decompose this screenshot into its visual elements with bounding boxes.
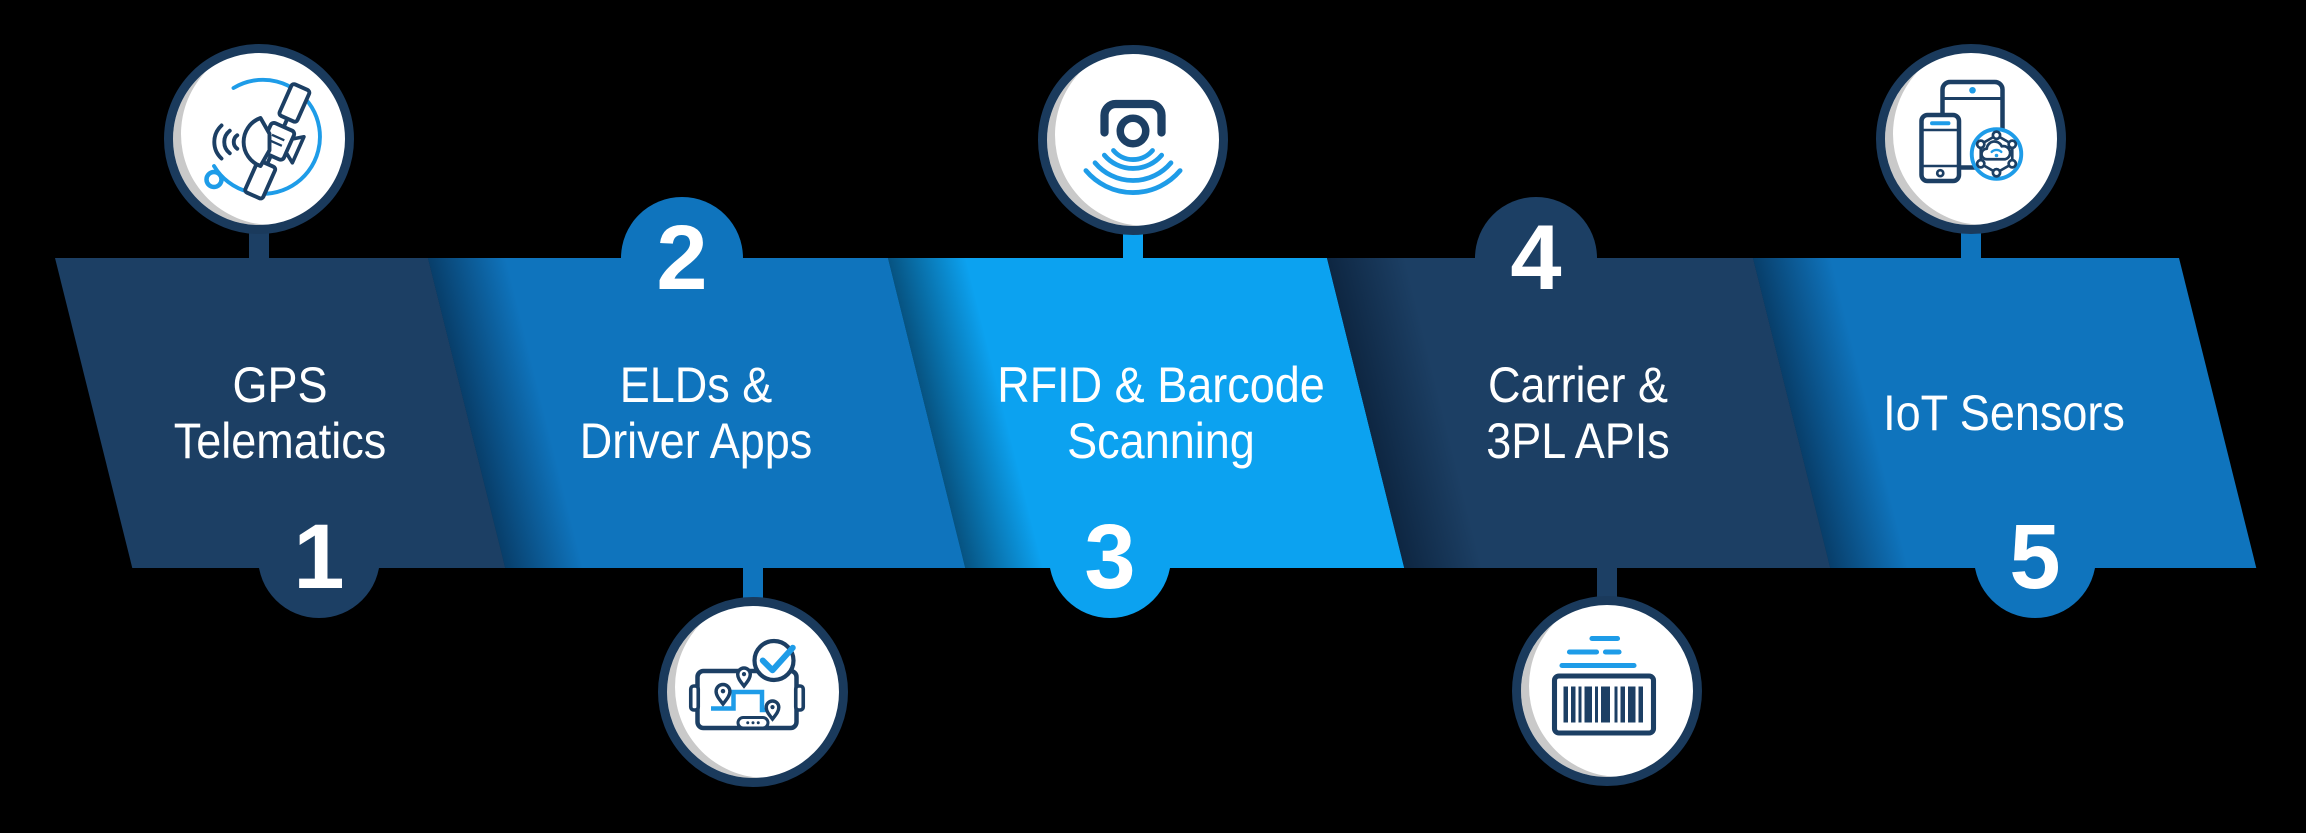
barcode-scan-icon <box>1512 596 1702 786</box>
band-label-carrier-3pl-apis: Carrier & 3PL APIs <box>1486 258 1669 568</box>
label-line: RFID & Barcode <box>997 357 1325 413</box>
band-label-elds-driver-apps: ELDs & Driver Apps <box>580 258 813 568</box>
gps-satellite-icon <box>164 44 354 234</box>
label-line: Carrier & <box>1487 357 1669 413</box>
rfid-scanner-waves-icon <box>1038 45 1228 235</box>
eld-tablet-checkmark-icon <box>658 597 848 787</box>
label-line: 3PL APIs <box>1486 413 1670 469</box>
label-line: GPS <box>232 357 328 413</box>
label-line: Telematics <box>173 413 387 469</box>
band-label-gps-telematics: GPS Telematics <box>174 258 387 568</box>
label-line: Scanning <box>1067 413 1255 469</box>
step-number-2: 2 <box>656 207 708 309</box>
label-line: IoT Sensors <box>1883 385 2125 441</box>
step-number-5: 5 <box>2009 506 2061 608</box>
connector-stem-2 <box>743 560 763 605</box>
step-number-1: 1 <box>293 506 345 608</box>
connector-stem-1 <box>249 225 269 265</box>
step-number-4: 4 <box>1510 207 1562 309</box>
label-line: ELDs & <box>619 357 773 413</box>
step-number-3: 3 <box>1084 506 1136 608</box>
label-line: Driver Apps <box>579 413 813 469</box>
band-label-rfid-barcode: RFID & Barcode Scanning <box>997 258 1325 568</box>
connector-stem-4 <box>1597 560 1617 604</box>
connector-stem-3 <box>1123 226 1143 265</box>
band-label-iot-sensors: IoT Sensors <box>1883 258 2125 568</box>
mobile-devices-iot-icon <box>1876 44 2066 234</box>
connector-stem-5 <box>1961 225 1981 265</box>
